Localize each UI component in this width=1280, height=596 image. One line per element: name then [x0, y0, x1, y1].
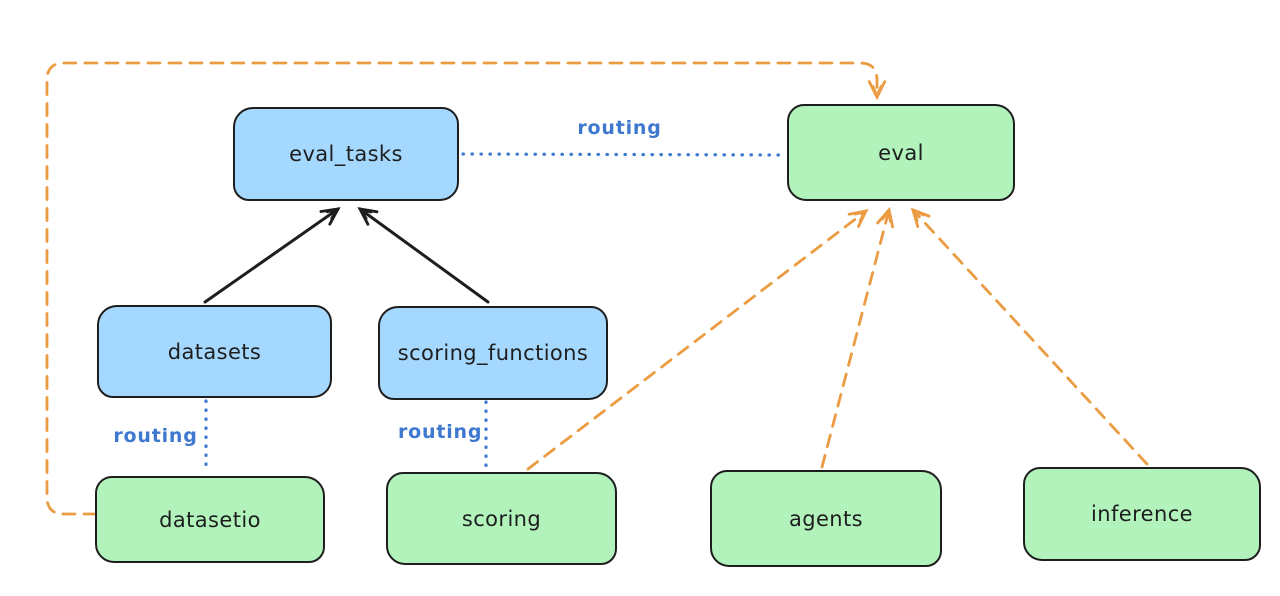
edge-scoring-to-eval	[526, 209, 869, 471]
node-inference: inference	[1023, 467, 1261, 561]
node-eval-tasks-label: eval_tasks	[289, 142, 403, 166]
node-datasets-label: datasets	[167, 339, 262, 364]
edge-scoring-functions-to-eval-tasks	[357, 207, 490, 304]
node-agents: agents	[710, 470, 942, 567]
node-inference-label: inference	[1091, 502, 1193, 526]
node-datasets: datasets	[97, 305, 332, 398]
node-scoring: scoring	[386, 472, 617, 565]
edge-datasetio-to-eval	[45, 61, 887, 516]
edge-agents-to-eval	[820, 206, 894, 469]
node-eval: eval	[787, 104, 1015, 201]
edge-inference-to-eval	[910, 207, 1149, 466]
node-scoring-functions-label: scoring_functions	[397, 341, 589, 365]
edge-datasets-to-eval-tasks	[203, 207, 341, 304]
node-scoring-functions: scoring_functions	[378, 306, 608, 400]
routing-label-scoring-functions-scoring: routing	[398, 421, 483, 443]
node-datasetio-label: datasetio	[159, 507, 261, 532]
routing-label-datasets-datasetio: routing	[113, 425, 198, 447]
node-eval-tasks: eval_tasks	[233, 107, 459, 201]
node-agents-label: agents	[788, 506, 863, 531]
node-datasetio: datasetio	[95, 476, 325, 563]
routing-label-eval-tasks-eval: routing	[577, 117, 662, 139]
edge-eval-tasks-to-eval-routing	[461, 152, 786, 157]
node-eval-label: eval	[878, 140, 924, 165]
node-scoring-label: scoring	[461, 506, 542, 531]
